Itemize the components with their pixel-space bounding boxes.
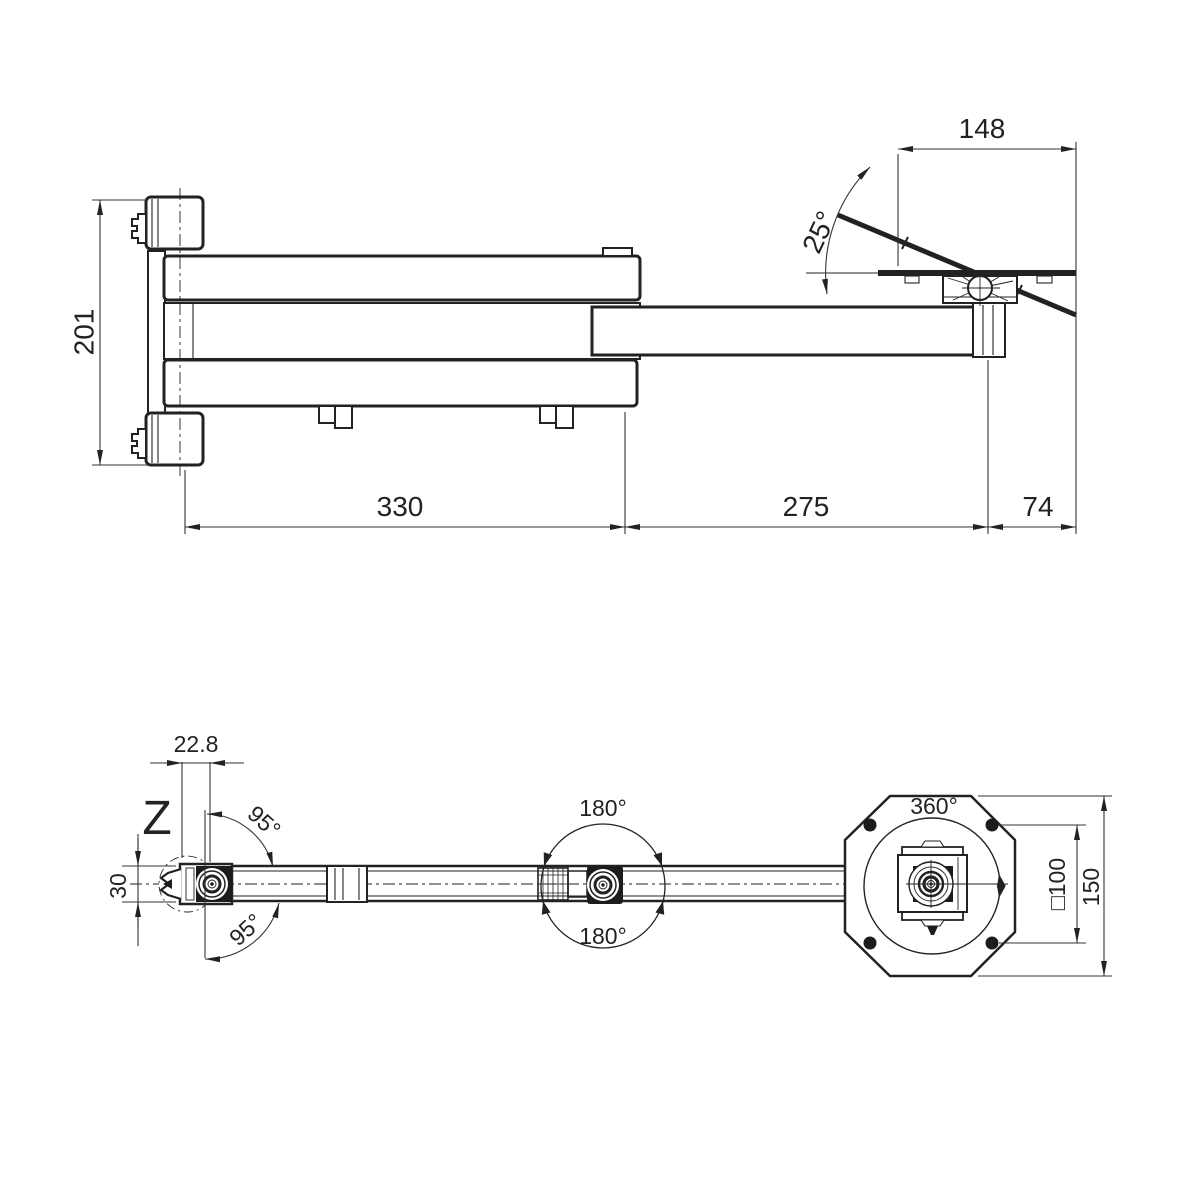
monitor-plate-tilted xyxy=(837,212,1077,318)
dim-label-95-upper: 95° xyxy=(243,800,286,843)
dim-label-30: 30 xyxy=(105,873,131,899)
arm-collar xyxy=(326,865,368,903)
dim-label-180-lower: 180° xyxy=(579,923,627,949)
clamp-knob-bottom xyxy=(131,428,147,459)
arm1-middle-plate xyxy=(163,302,641,360)
plate-hook-right xyxy=(1036,275,1053,284)
dim-label-25deg: 25° xyxy=(796,206,842,257)
dim-label-228: 22.8 xyxy=(174,731,219,757)
dim-label-330: 330 xyxy=(377,491,424,522)
arm2-end-cap xyxy=(972,302,1006,358)
plate-pivot xyxy=(906,860,1008,908)
tilted-plate-tick1 xyxy=(901,236,909,250)
wall-head xyxy=(158,855,234,913)
top-view: 201 330 275 74 148 25° xyxy=(68,113,1077,534)
bottom-view: Z 22.8 30 95° 95° xyxy=(105,731,1112,978)
plate-hook-left xyxy=(904,275,920,284)
detail-label-z: Z xyxy=(142,792,171,845)
arc-95-upper xyxy=(206,811,274,868)
arm1-bottom-bar xyxy=(162,358,639,408)
dim-label-201: 201 xyxy=(68,309,99,356)
joint-arc-circle xyxy=(540,823,666,949)
dim-label-275: 275 xyxy=(783,491,830,522)
arm1-top-lip xyxy=(602,247,633,257)
clamp-block-bottom-lines xyxy=(151,415,159,463)
vesa-plate xyxy=(843,794,1017,978)
dim-label-150: 150 xyxy=(1078,868,1104,906)
mount-feet xyxy=(318,405,574,429)
clamp-block-top-lines xyxy=(151,199,159,247)
vesa-holes xyxy=(863,818,999,950)
dim-label-100: □100 xyxy=(1044,858,1070,910)
dim-label-74: 74 xyxy=(1022,491,1053,522)
arc-95-lower xyxy=(204,902,280,963)
arc-25deg xyxy=(821,166,871,295)
dim-label-360: 360° xyxy=(910,793,958,819)
clamp-knob-top xyxy=(131,213,147,244)
dim-label-95-lower: 95° xyxy=(224,908,267,951)
clamp-block-top xyxy=(144,195,205,251)
clamp-block-bottom xyxy=(144,411,205,467)
wall-hook-arrow xyxy=(163,879,172,889)
arm2-bar xyxy=(590,305,999,357)
middle-joint xyxy=(537,823,666,949)
arm1-top-bar xyxy=(162,254,642,302)
dim-label-148: 148 xyxy=(959,113,1006,144)
dim-label-180-upper: 180° xyxy=(579,795,627,821)
wall-clamp-column xyxy=(147,250,166,414)
